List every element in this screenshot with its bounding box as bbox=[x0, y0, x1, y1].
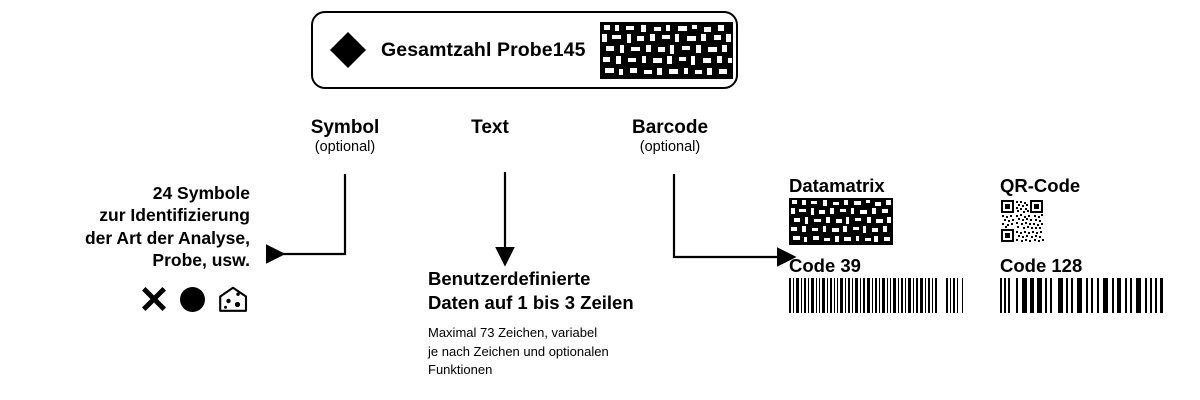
cross-symbol-icon bbox=[142, 287, 166, 312]
datamatrix-barcode-icon bbox=[789, 198, 893, 245]
callout-barcode-subtitle: (optional) bbox=[639, 138, 701, 155]
callout-symbol-title: Symbol bbox=[310, 117, 380, 138]
datamatrix-barcode-icon bbox=[599, 21, 733, 79]
label-card-text: Gesamtzahl Probe145 bbox=[381, 38, 586, 61]
code128-barcode-icon bbox=[1000, 278, 1163, 313]
callout-symbol: Symbol (optional) bbox=[255, 117, 435, 155]
callout-text: Text bbox=[430, 117, 550, 139]
filled-circle-symbol-icon bbox=[180, 286, 205, 312]
arrow-symbol bbox=[265, 174, 347, 264]
callout-text-title: Text bbox=[471, 117, 509, 138]
diamond-symbol-icon bbox=[330, 32, 366, 68]
callout-symbol-subtitle: (optional) bbox=[314, 138, 376, 155]
barcode-sample-label-datamatrix: Datamatrix bbox=[789, 175, 885, 196]
barcode-sample-label-qr: QR-Code bbox=[1000, 175, 1081, 196]
label-card-contents: Gesamtzahl Probe145 bbox=[313, 13, 736, 87]
qr-code-barcode-icon bbox=[1000, 199, 1044, 243]
label-preview-card: Gesamtzahl Probe145 bbox=[311, 11, 738, 89]
code39-barcode-icon bbox=[789, 278, 963, 313]
callout-barcode: Barcode (optional) bbox=[580, 117, 760, 155]
arrow-barcode bbox=[672, 174, 797, 267]
cheese-wedge-symbol-icon bbox=[219, 286, 248, 312]
barcode-sample-label-code39: Code 39 bbox=[789, 255, 861, 276]
barcode-sample-label-code128: Code 128 bbox=[1000, 255, 1083, 276]
callout-barcode-title: Barcode bbox=[631, 117, 709, 138]
symbol-examples bbox=[20, 286, 250, 313]
